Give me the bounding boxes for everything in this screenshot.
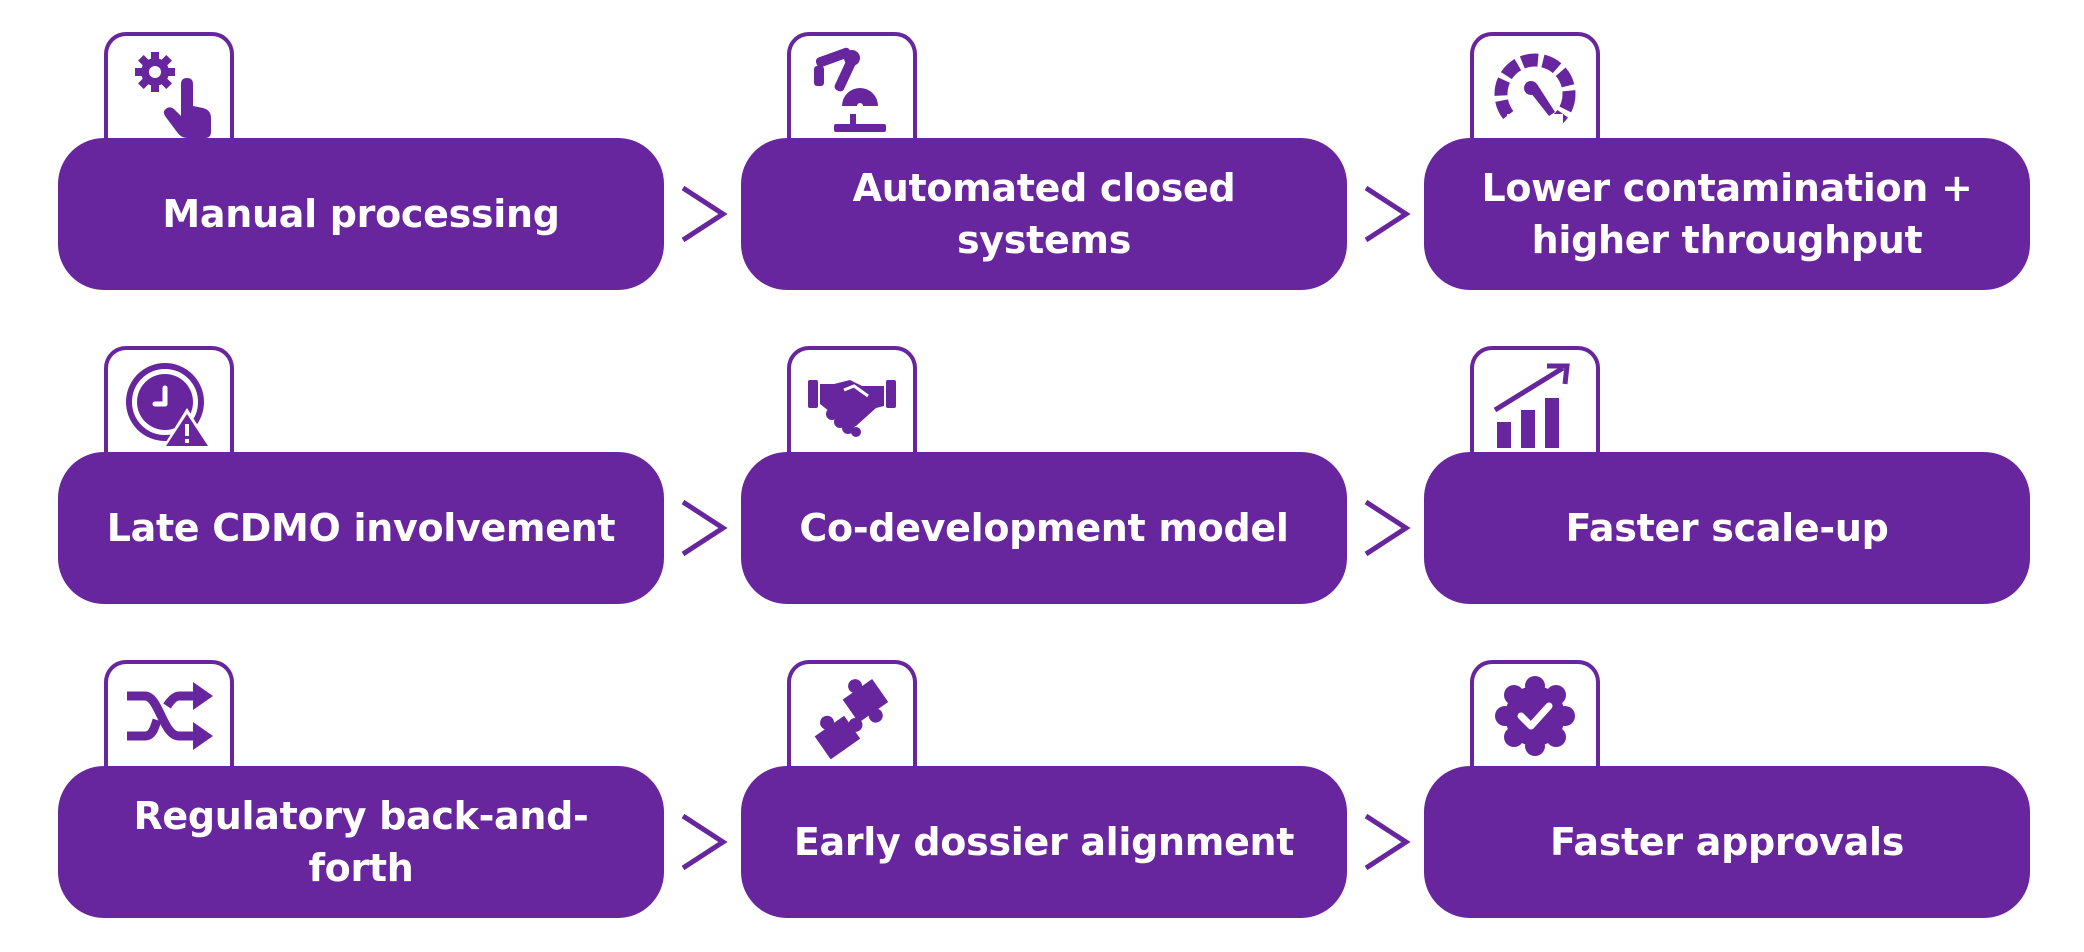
step-label: Manual processing [162, 192, 560, 236]
chevron-right-icon [677, 810, 731, 874]
puzzle-icon [814, 679, 889, 760]
icon-tab [1470, 32, 1600, 147]
step-label: Automated closed systems [852, 166, 1236, 262]
step-pill: Lower contamination + higher throughput [1424, 138, 2030, 290]
step-pill: Co-development model [741, 452, 1347, 604]
step-label: Lower contamination + higher throughput [1481, 166, 1973, 262]
step-label: Co-development model [799, 506, 1289, 550]
step-pill: Late CDMO involvement [58, 452, 664, 604]
step-faster-scale-up: Faster scale-up [1424, 346, 2030, 604]
speedometer-icon [1494, 53, 1576, 136]
shuffle-arrows-icon [127, 682, 213, 750]
step-faster-approvals: Faster approvals [1424, 660, 2030, 918]
step-late-cdmo-involvement: Late CDMO involvement [58, 346, 664, 604]
step-co-development-model: Co-development model [741, 346, 1347, 604]
gear-hand-icon [135, 52, 211, 138]
chevron-right-icon [677, 496, 731, 560]
icon-tab [104, 660, 234, 775]
step-early-dossier-alignment: Early dossier alignment [741, 660, 1347, 918]
step-pill: Automated closed systems [741, 138, 1347, 290]
icon-tab [1470, 346, 1600, 461]
step-label: Late CDMO involvement [106, 506, 616, 550]
icon-tab [104, 32, 234, 147]
icon-tab [1470, 660, 1600, 775]
step-pill: Faster scale-up [1424, 452, 2030, 604]
step-label: Early dossier alignment [793, 820, 1295, 864]
step-manual-processing: Manual processing [58, 32, 664, 290]
chevron-right-icon [677, 182, 731, 246]
step-pill: Early dossier alignment [741, 766, 1347, 918]
step-automated-closed-systems: Automated closed systems [741, 32, 1347, 290]
step-regulatory-back-and-forth: Regulatory back-and-forth [58, 660, 664, 918]
icon-tab [787, 660, 917, 775]
step-label: Regulatory back-and-forth [133, 794, 589, 890]
icon-tab [787, 32, 917, 147]
bar-chart-growth-icon [1493, 363, 1570, 448]
step-pill: Manual processing [58, 138, 664, 290]
chevron-right-icon [1360, 182, 1414, 246]
step-pill: Regulatory back-and-forth [58, 766, 664, 918]
step-label: Faster approvals [1549, 820, 1905, 864]
chevron-right-icon [1360, 810, 1414, 874]
robot-arm-icon [814, 47, 886, 132]
step-label: Faster scale-up [1565, 506, 1889, 550]
chevron-right-icon [1360, 496, 1414, 560]
icon-tab [104, 346, 234, 461]
verified-badge-icon [1495, 676, 1575, 756]
step-pill: Faster approvals [1424, 766, 2030, 918]
icon-tab [787, 346, 917, 461]
clock-warning-icon [126, 363, 213, 450]
handshake-icon [808, 380, 896, 437]
step-lower-contamination: Lower contamination + higher throughput [1424, 32, 2030, 290]
